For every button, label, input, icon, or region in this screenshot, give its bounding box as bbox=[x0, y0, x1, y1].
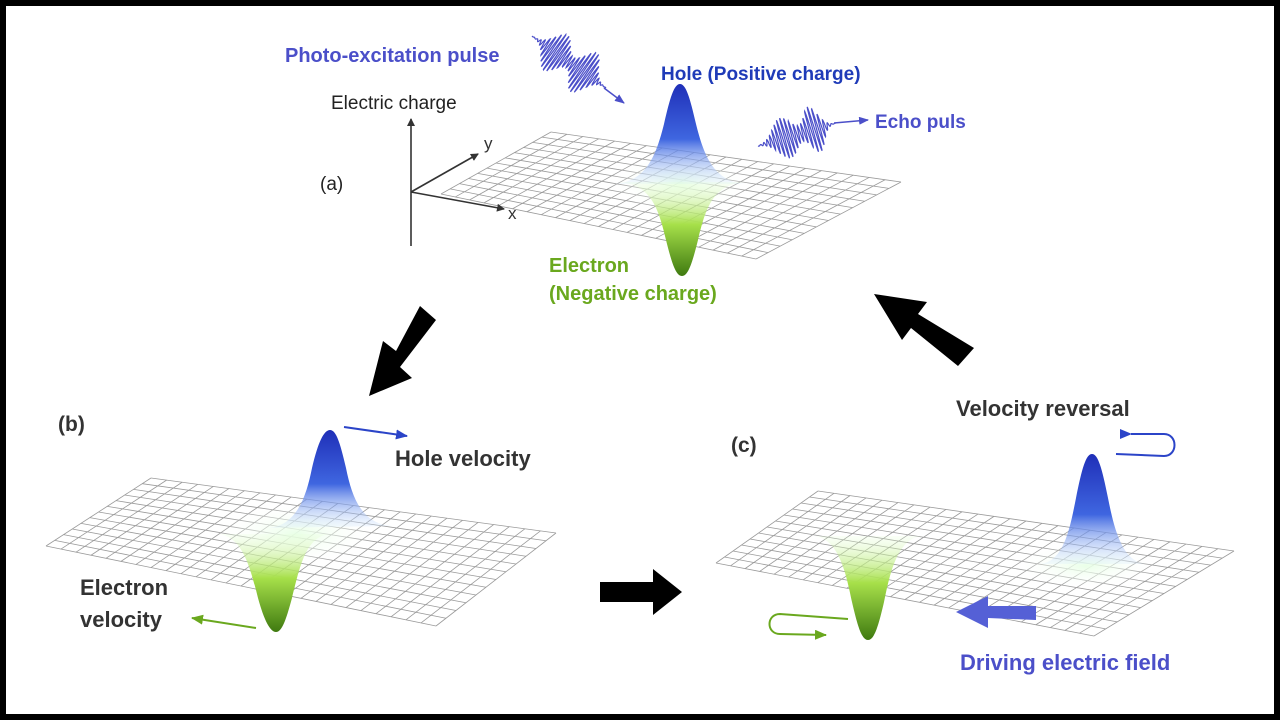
grid-line bbox=[809, 496, 1223, 559]
grid-line bbox=[732, 550, 1118, 623]
grid-line bbox=[749, 538, 1141, 609]
grid-line bbox=[550, 131, 902, 183]
velocity-reversal-label: Velocity reversal bbox=[956, 396, 1130, 421]
hole-peak-a bbox=[614, 84, 746, 184]
grid-line bbox=[758, 532, 1153, 601]
grid-line bbox=[715, 562, 1095, 637]
flow-arrow-a-to-b bbox=[369, 306, 436, 396]
panel-a-label: (a) bbox=[320, 174, 343, 195]
panel-b-label: (b) bbox=[58, 413, 85, 436]
electron-label-a-line1: Electron bbox=[549, 255, 629, 277]
echo-pulse-label: Echo puls bbox=[875, 112, 966, 133]
grid-line bbox=[468, 178, 793, 241]
driving-electric-field-arrow bbox=[956, 596, 1036, 628]
electron-trough-c bbox=[814, 536, 922, 640]
axis-y-arrow bbox=[410, 153, 479, 193]
electron-velocity-arrow bbox=[191, 614, 257, 629]
axes-a bbox=[407, 118, 505, 246]
photo-excitation-pulse-label: Photo-excitation pulse bbox=[285, 45, 499, 67]
grid-plane-c bbox=[715, 490, 1235, 637]
grid-line bbox=[724, 556, 1106, 630]
panel-b: (b) Hole velocity Electron velocity bbox=[45, 413, 557, 632]
echo-pulse-arrow bbox=[833, 116, 869, 125]
grid-line bbox=[459, 183, 781, 247]
grid-line bbox=[54, 539, 447, 619]
panel-c-label: (c) bbox=[731, 434, 757, 457]
grid-line bbox=[741, 544, 1130, 616]
hole-positive-charge-label: Hole (Positive charge) bbox=[661, 64, 861, 85]
axis-x-label: x bbox=[508, 204, 517, 223]
electron-label-a-line2: (Negative charge) bbox=[549, 283, 717, 305]
grid-line bbox=[45, 545, 437, 627]
electron-velocity-label-line1: Electron bbox=[80, 575, 168, 600]
driving-electric-field-label: Driving electric field bbox=[960, 650, 1170, 675]
echo-pulse-wave bbox=[757, 106, 836, 159]
electron-velocity-label-line2: velocity bbox=[80, 607, 163, 632]
hole-reversal-loop-arrow bbox=[1115, 429, 1176, 458]
axis-vertical-label: Electric charge bbox=[331, 93, 457, 114]
electron-reversal-loop-arrow bbox=[768, 612, 849, 640]
photo-excitation-pulse-wave bbox=[531, 32, 607, 93]
hole-peak-c bbox=[1040, 454, 1146, 564]
grid-line bbox=[440, 193, 757, 260]
panel-a: (a) Electric charge x y Photo-excitation… bbox=[285, 32, 966, 305]
panel-c: (c) Velocity reversal Driving electric f… bbox=[715, 396, 1235, 675]
axis-y-label: y bbox=[484, 134, 493, 153]
charge-dynamics-diagram: (a) Electric charge x y Photo-excitation… bbox=[45, 32, 1235, 675]
flow-arrow-b-to-c bbox=[600, 569, 682, 615]
photo-excitation-pulse-arrow bbox=[603, 87, 625, 104]
hole-velocity-arrow bbox=[343, 426, 408, 440]
grid-line bbox=[817, 490, 1235, 552]
hole-peak-b bbox=[268, 430, 392, 528]
hole-velocity-label: Hole velocity bbox=[395, 446, 531, 471]
flow-arrows bbox=[369, 294, 974, 615]
flow-arrow-c-to-a bbox=[874, 294, 974, 366]
electron-trough-a bbox=[618, 182, 746, 276]
axis-x-arrow bbox=[410, 191, 505, 212]
grid-line bbox=[450, 188, 769, 253]
electron-trough-b bbox=[218, 534, 330, 632]
